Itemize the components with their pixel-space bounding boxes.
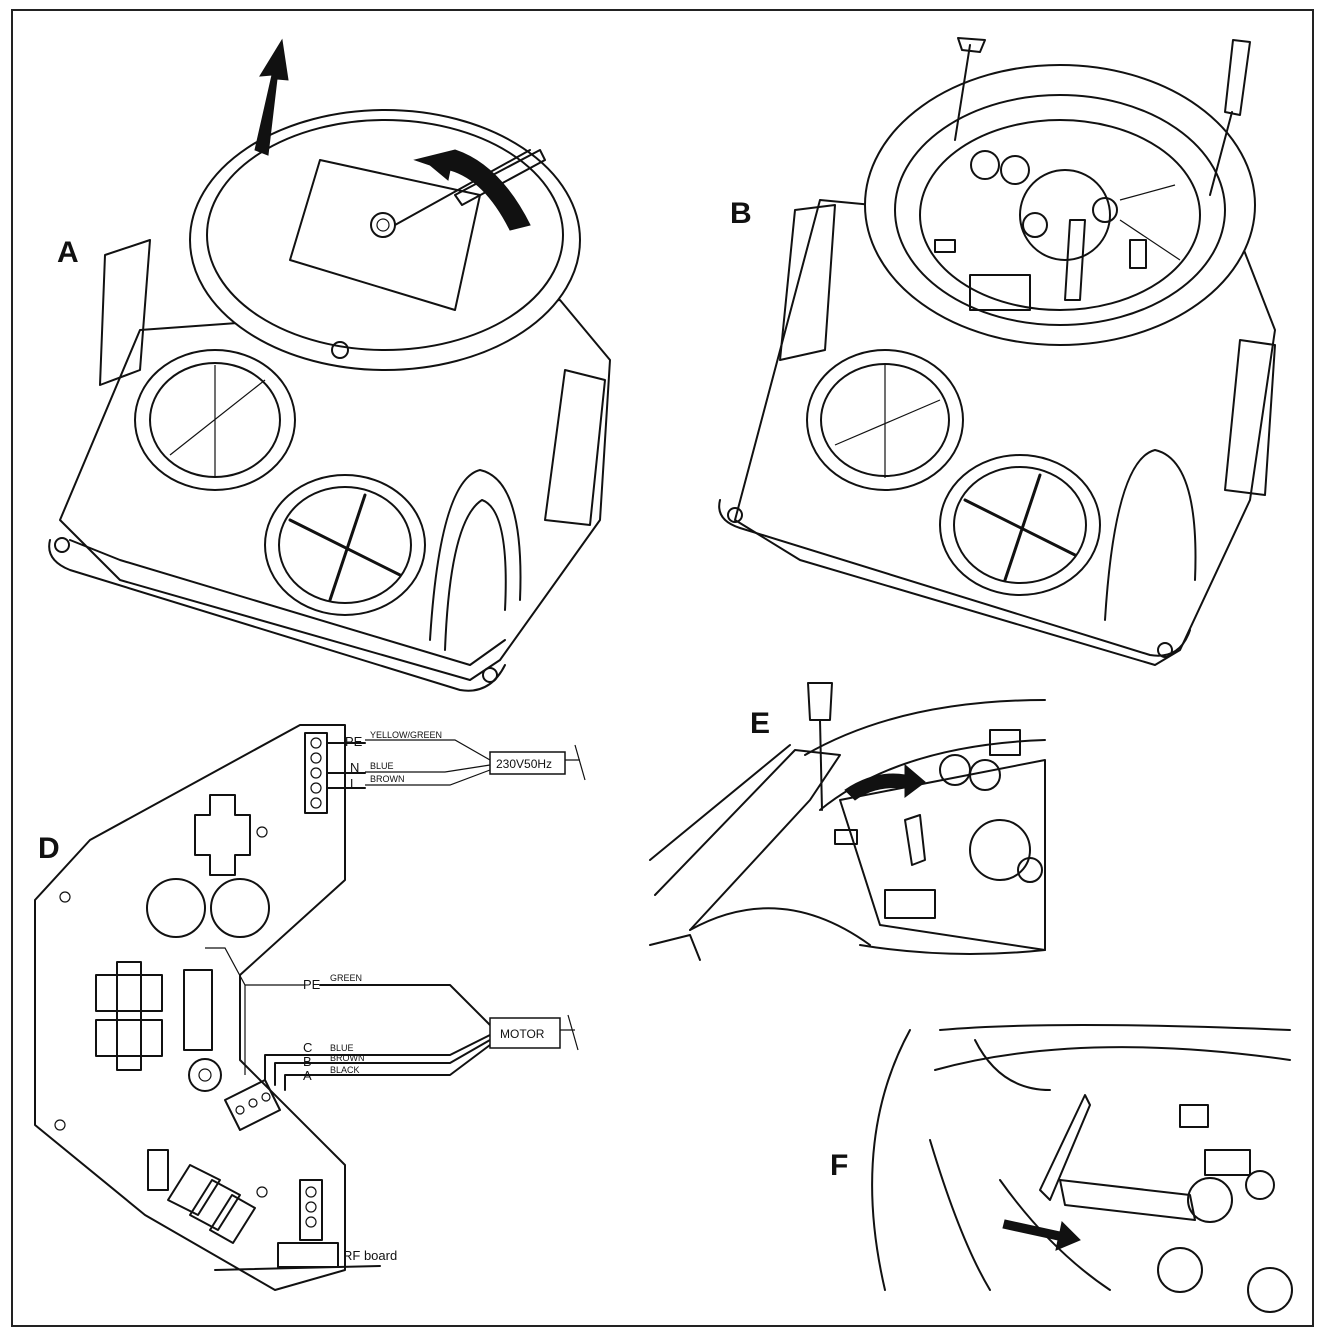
motor-wires: [205, 947, 579, 1091]
panel-d-label: D: [38, 832, 60, 865]
motor-b-color: BROWN: [330, 1053, 365, 1063]
supply-n-label: N: [350, 760, 359, 775]
supply-box-label: 230V50Hz: [496, 757, 552, 771]
supply-n-color: BLUE: [370, 761, 394, 771]
rf-board-label: RF board: [343, 1248, 397, 1263]
panel-d-pcb-outline: [34, 724, 381, 1291]
supply-pe-label: PE: [345, 734, 363, 749]
panel-a-label: A: [57, 236, 79, 269]
supply-wires: [326, 739, 586, 789]
motor-a-color: BLACK: [330, 1065, 360, 1075]
panel-b-label: B: [730, 197, 752, 230]
panel-e-label: E: [750, 707, 770, 740]
supply-pe-color: YELLOW/GREEN: [370, 730, 442, 740]
motor-c-color: BLUE: [330, 1043, 354, 1053]
panel-f-label: F: [830, 1149, 848, 1182]
supply-box: [489, 751, 566, 775]
panel-e-illustration: [649, 682, 1046, 961]
motor-box: [489, 1017, 561, 1049]
supply-l-label: L: [350, 776, 357, 791]
motor-b-label: B: [303, 1054, 312, 1069]
supply-l-color: BROWN: [370, 774, 405, 784]
page-border: [11, 9, 1314, 1327]
panel-b-illustration: [718, 37, 1276, 666]
panel-a-illustration: [48, 38, 611, 692]
motor-pe-color: GREEN: [330, 973, 362, 983]
motor-pe-label: PE: [303, 977, 321, 992]
motor-box-label: MOTOR: [500, 1027, 545, 1041]
motor-c-label: C: [303, 1040, 312, 1055]
panel-f-illustration: [871, 1024, 1293, 1313]
motor-a-label: A: [303, 1068, 312, 1083]
